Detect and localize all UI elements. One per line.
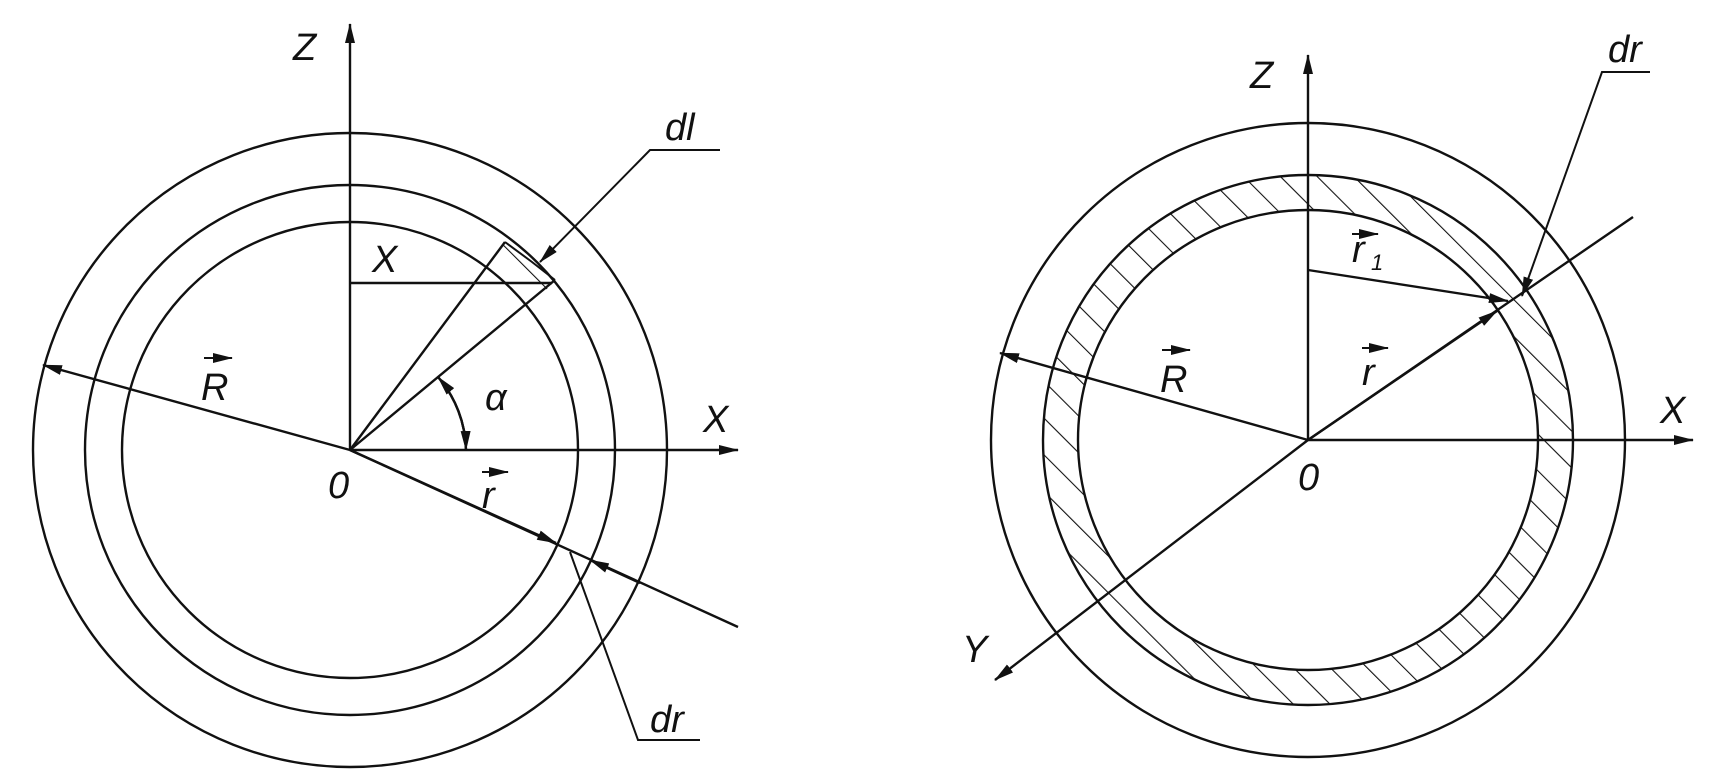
left-origin-label: 0 — [328, 465, 349, 507]
right-r1-vector — [1307, 268, 1509, 304]
right-origin-label: 0 — [1298, 457, 1319, 499]
left-small-r-arrow — [349, 448, 557, 545]
right-big-r-vector — [999, 351, 1309, 442]
left-big-r-vector — [42, 363, 351, 452]
left-z-label: Z — [292, 27, 318, 69]
left-small-r-label: r — [482, 475, 496, 517]
left-figure: dr α X dl Z X 0 R r — [31, 23, 739, 769]
right-r1-subscript: 1 — [1371, 250, 1383, 275]
left-dl-leader — [539, 149, 720, 263]
right-small-r-label: r — [1362, 352, 1376, 394]
left-dr-label: dr — [650, 699, 685, 741]
left-alpha-arc-start — [437, 376, 468, 451]
right-dr-label: dr — [1608, 29, 1643, 71]
right-y-axis — [994, 439, 1309, 681]
right-figure: dr Z X Y 0 R r r 1 — [962, 29, 1694, 759]
right-small-r-arrow — [1307, 310, 1498, 441]
left-dl-label: dl — [665, 107, 696, 149]
left-x-coord-label: X — [371, 239, 399, 281]
left-alpha-arc — [437, 376, 471, 451]
right-x-label: X — [1659, 390, 1687, 432]
right-z-label: Z — [1249, 55, 1275, 97]
right-r1-label: r — [1352, 229, 1366, 271]
left-ray-upper — [349, 241, 506, 451]
left-dr-leader — [569, 551, 700, 741]
left-x-label: X — [702, 399, 730, 441]
left-dr-arrow-in — [589, 558, 641, 585]
right-y-label: Y — [962, 629, 990, 671]
left-alpha-ray — [349, 279, 556, 451]
left-big-r-label: R — [201, 367, 228, 409]
right-big-r-label: R — [1160, 359, 1187, 401]
left-dl-element — [492, 242, 555, 297]
left-dl-outline — [504, 241, 556, 281]
right-dr-leader — [1521, 71, 1650, 297]
left-alpha-label: α — [485, 377, 508, 419]
